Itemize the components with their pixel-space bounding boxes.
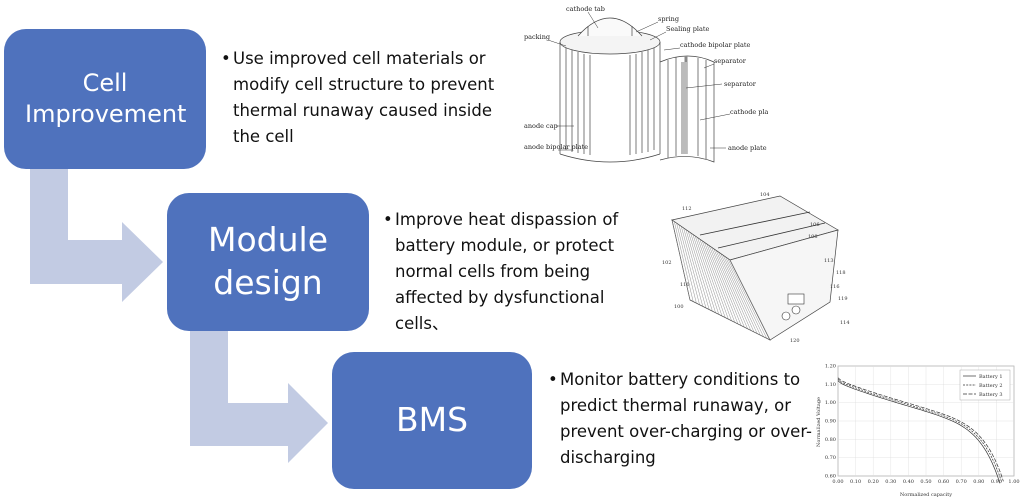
module-cell-rib	[683, 227, 707, 309]
module-cell-rib	[678, 224, 700, 305]
label-anode-cap: anode cap	[524, 122, 558, 130]
chart-xtick-label: 0.30	[885, 479, 896, 485]
bms-box: BMS	[332, 352, 532, 489]
label-cathode-plate: cathode plate	[730, 108, 768, 116]
module-cell-rib	[704, 242, 735, 323]
module-cell-rib	[729, 259, 771, 341]
chart-ytick-label: 0.70	[825, 455, 836, 461]
module-cell-rib	[674, 221, 694, 302]
battery-3-curve	[837, 377, 1004, 482]
label-packing: packing	[524, 33, 550, 41]
module-label: 112	[682, 206, 692, 212]
cell-improvement-box: Cell Improvement	[4, 29, 206, 169]
chart-ylabel: Normalized Voltage	[816, 397, 822, 447]
chart-xtick-label: 0.50	[920, 479, 931, 485]
chart-ytick-label: 0.80	[825, 437, 836, 443]
module-cell-rib	[685, 229, 710, 310]
module-cell-rib	[706, 243, 739, 325]
cell-improvement-title: Cell Improvement	[25, 68, 187, 128]
module-label: 119	[838, 296, 848, 302]
chart-ytick-label: 1.00	[825, 400, 836, 406]
label-anode-bipolar-plate: anode bipolar plate	[524, 143, 588, 151]
module-cell-rib	[690, 232, 716, 313]
label-sealing-plate: Sealing plate	[666, 25, 709, 33]
module-design-title: Module design	[208, 220, 328, 302]
module-label: 118	[836, 270, 846, 276]
module-cell-rib	[727, 258, 767, 339]
module-cell-rib	[681, 226, 703, 307]
module-cell-rib	[692, 234, 719, 315]
label-cathode-tab: cathode tab	[566, 5, 605, 13]
label-anode-plate: anode plate	[728, 144, 767, 152]
legend-battery-1: Battery 1	[979, 374, 1003, 380]
module-label: 102	[662, 260, 672, 266]
chart-xtick-label: 0.60	[938, 479, 949, 485]
module-design-bullet: • Improve heat dispassion of battery mod…	[383, 207, 657, 337]
chart-xtick-label: 0.80	[973, 479, 984, 485]
module-cell-rib	[697, 237, 726, 318]
battery-module-diagram: 104 112 106 108 113 118 116 119 114 102 …	[662, 192, 850, 344]
chart-xtick-label: 1.00	[1008, 479, 1019, 485]
bms-bullet: • Monitor battery conditions to predict …	[548, 367, 820, 471]
bms-discharge-chart: 1.20 1.10 1.00 0.90 0.80 0.70 0.60 0.00 0.10 0.2…	[816, 364, 1020, 499]
module-label: 120	[790, 338, 800, 344]
chart-ytick-label: 0.60	[825, 474, 836, 480]
label-spring: spring	[658, 15, 679, 23]
module-cell-rib	[688, 231, 713, 312]
cell-improvement-bullet: • Use improved cell materials or modify …	[221, 46, 518, 150]
module-cell-rib	[695, 235, 723, 317]
module-cell-rib	[701, 240, 732, 321]
module-cell-rib	[722, 255, 761, 336]
module-cell-rib	[713, 248, 748, 329]
chart-legend: Battery 1 Battery 2 Battery 3	[959, 369, 1011, 401]
module-cell-rib	[720, 253, 758, 334]
cell-structure-diagram: cathode tab spring Sealing plate cathode…	[524, 5, 768, 163]
chart-xtick-label: 0.20	[868, 479, 879, 485]
chart-xtick-label: 0.70	[956, 479, 967, 485]
module-label: 100	[674, 304, 684, 310]
module-design-box: Module design	[167, 193, 369, 331]
module-design-text: Improve heat dispassion of battery modul…	[395, 210, 619, 333]
chart-xtick-label: 0.00	[832, 479, 843, 485]
label-separator-2: separator	[724, 80, 757, 88]
module-label: 110	[680, 282, 690, 288]
module-cell-rib	[676, 223, 697, 304]
module-label: 106	[810, 222, 820, 228]
bullet-dot: •	[548, 370, 558, 389]
module-cell-rib	[715, 250, 751, 331]
label-separator-1: separator	[714, 57, 747, 65]
module-label: 114	[840, 320, 850, 326]
module-label: 108	[808, 234, 818, 240]
bullet-dot: •	[383, 210, 393, 229]
legend-battery-3: Battery 3	[979, 392, 1003, 398]
module-cell-rib	[718, 251, 755, 333]
module-label: 104	[760, 192, 770, 198]
chart-ytick-label: 1.20	[825, 364, 836, 370]
bms-text: Monitor battery conditions to predict th…	[560, 370, 813, 467]
label-cathode-bipolar-plate: cathode bipolar plate	[680, 41, 750, 49]
battery-2-curve	[837, 378, 1003, 483]
chart-xtick-label: 0.40	[903, 479, 914, 485]
bullet-dot: •	[221, 49, 231, 68]
legend-battery-2: Battery 2	[979, 383, 1003, 389]
cell-improvement-text: Use improved cell materials or modify ce…	[233, 49, 495, 146]
module-cell-rib	[708, 245, 742, 326]
module-cell-rib	[725, 256, 764, 337]
chart-xtick-label: 0.10	[850, 479, 861, 485]
module-cell-rib	[699, 239, 729, 320]
battery-1-curve	[837, 380, 1001, 484]
bms-title: BMS	[395, 400, 469, 440]
chart-xlabel: Normalized capacity	[900, 492, 952, 498]
arrow-module-to-bms	[190, 330, 328, 463]
chart-ytick-label: 0.90	[825, 419, 836, 425]
module-label: 116	[830, 284, 840, 290]
module-label: 113	[824, 258, 834, 264]
arrow-cell-to-module	[30, 168, 163, 302]
chart-xtick-label: 0.90	[991, 479, 1002, 485]
chart-ytick-label: 1.10	[825, 382, 836, 388]
module-cell-rib	[711, 247, 745, 328]
module-cell-rib	[671, 219, 691, 301]
